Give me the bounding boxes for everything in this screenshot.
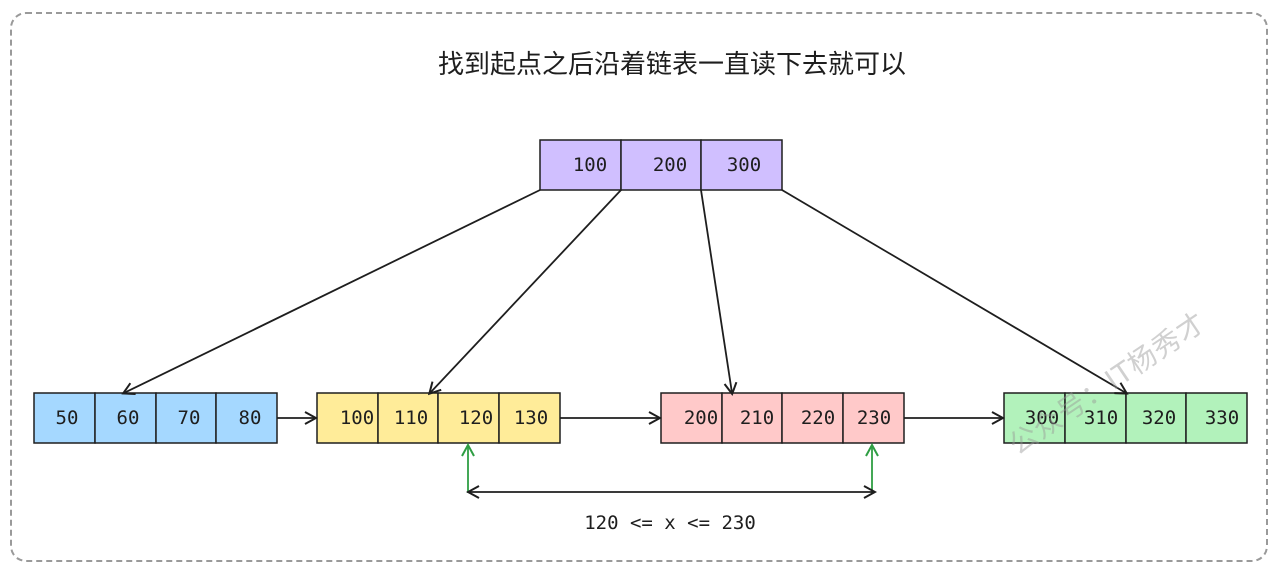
leaf-cell xyxy=(1064,392,1127,444)
leaf-key: 80 xyxy=(239,407,262,429)
pointer-arrow xyxy=(700,189,732,393)
diagram-frame xyxy=(10,12,1268,562)
range-markers xyxy=(468,446,874,493)
leaf-key: 50 xyxy=(56,407,79,429)
leaf-node-3: 300 310 320 330 xyxy=(1003,392,1248,444)
leaf-node-1: 100 110 120 130 xyxy=(316,392,561,444)
root-cell-0 xyxy=(539,139,622,191)
leaf-cell xyxy=(94,392,157,444)
leaf-cell xyxy=(215,392,278,444)
root-key: 200 xyxy=(653,154,687,176)
diagram-title: 找到起点之后沿着链表一直读下去就可以 xyxy=(437,50,906,80)
root-cell-1 xyxy=(620,139,702,191)
leaf-node-2: 200 210 220 230 xyxy=(660,392,905,444)
leaf-key: 110 xyxy=(394,407,428,429)
leaf-cell xyxy=(377,392,439,444)
leaf-cell xyxy=(33,392,96,444)
pointer-arrow xyxy=(124,189,541,393)
leaf-key: 200 xyxy=(684,407,718,429)
leaf-key: 210 xyxy=(740,407,774,429)
range-label: 120 <= x <= 230 xyxy=(584,512,756,534)
leaf-cell xyxy=(660,392,723,444)
leaf-key: 320 xyxy=(1142,407,1176,429)
leaf-cell xyxy=(842,392,905,444)
leaf-key: 60 xyxy=(117,407,140,429)
leaf-cell xyxy=(1125,392,1187,444)
leaf-key: 300 xyxy=(1025,407,1059,429)
root-key: 100 xyxy=(573,154,607,176)
leaf-cell xyxy=(721,392,783,444)
leaf-key: 220 xyxy=(801,407,835,429)
root-pointer-arrows xyxy=(124,189,1126,393)
leaf-key: 70 xyxy=(178,407,201,429)
root-cell-2 xyxy=(700,139,783,191)
leaf-cell xyxy=(1185,392,1248,444)
leaf-key: 310 xyxy=(1084,407,1118,429)
leaf-key: 330 xyxy=(1205,407,1239,429)
root-key: 300 xyxy=(727,154,761,176)
pointer-arrow xyxy=(430,189,622,393)
leaf-key: 230 xyxy=(857,407,891,429)
leaf-cell xyxy=(155,392,217,444)
leaf-key: 130 xyxy=(514,407,548,429)
leaf-cell xyxy=(498,392,561,444)
leaf-node-0: 50 60 70 80 xyxy=(33,392,278,444)
leaf-key: 120 xyxy=(459,407,493,429)
leaf-key: 100 xyxy=(340,407,374,429)
pointer-arrow xyxy=(781,189,1126,393)
root-node: 100 200 300 xyxy=(539,139,783,191)
